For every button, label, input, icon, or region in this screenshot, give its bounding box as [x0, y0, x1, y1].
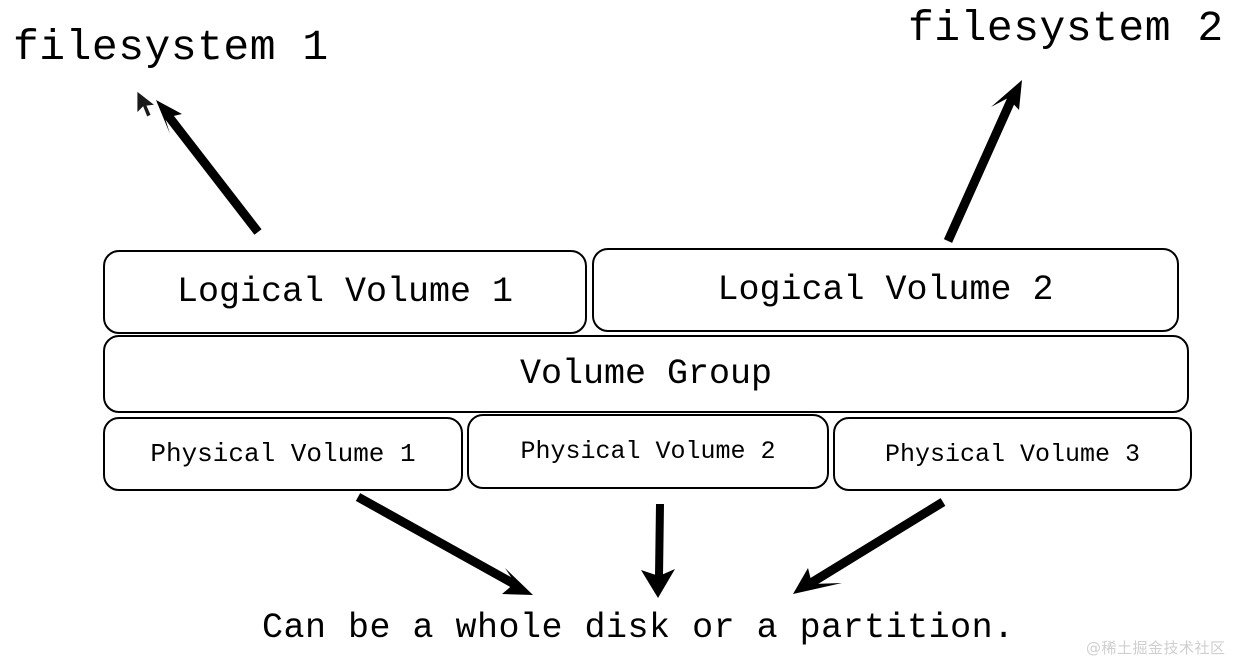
physical-volume-1-box: Physical Volume 1: [103, 417, 463, 491]
filesystem-1-label: filesystem 1: [13, 23, 329, 72]
volume-group-box: Volume Group: [103, 335, 1189, 413]
physical-volume-2-box: Physical Volume 2: [467, 414, 829, 489]
physical-volume-3-box: Physical Volume 3: [833, 417, 1192, 491]
caption-text: Can be a whole disk or a partition.: [262, 608, 1015, 648]
logical-volume-1-box: Logical Volume 1: [103, 250, 587, 334]
arrow-lv1-to-filesystem1: [156, 100, 262, 235]
filesystem-2-label: filesystem 2: [908, 4, 1224, 53]
watermark-text: @稀土掘金技术社区: [1086, 639, 1226, 657]
logical-volume-2-box: Logical Volume 2: [592, 248, 1179, 332]
mouse-cursor-icon: [136, 90, 157, 118]
arrow-lv2-to-filesystem2: [943, 80, 1022, 243]
arrow-pv2-to-caption: [641, 503, 675, 598]
arrow-pv1-to-caption: [355, 493, 533, 595]
arrow-pv3-to-caption: [793, 498, 946, 594]
